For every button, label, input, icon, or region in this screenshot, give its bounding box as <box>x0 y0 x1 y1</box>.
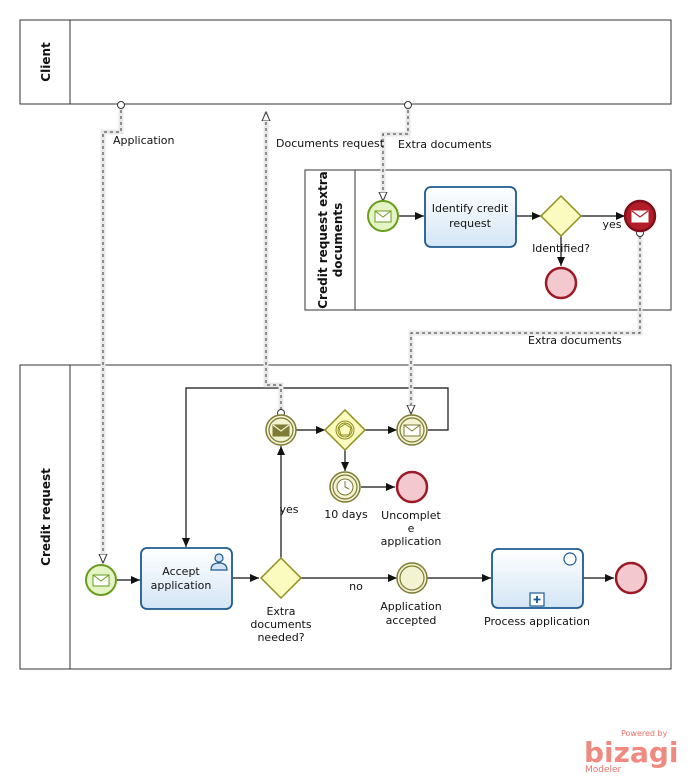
envelope-icon <box>92 574 110 587</box>
brand-logo: bizagi <box>584 736 678 769</box>
flow-label-yes-extra: yes <box>279 503 298 516</box>
pool-extra-label-line1: Credit request extra <box>316 171 330 309</box>
end-uncomplete-label-line2: e <box>408 522 415 535</box>
message-documents-request <box>266 112 282 410</box>
message-application <box>103 110 122 563</box>
brand-modeler: Modeler <box>585 765 622 775</box>
message-label-extra-documents-mid: Extra documents <box>528 334 622 347</box>
message-start-event-credit[interactable] <box>85 564 117 596</box>
message-extra-documents-top <box>383 110 409 201</box>
brand-powered-by: Powered by <box>621 729 668 738</box>
gateway-extra-label-line1: Extra <box>266 605 295 618</box>
pool-credit-label: Credit request <box>39 468 53 566</box>
task-identify-credit-request[interactable]: Identify credit request <box>424 186 517 248</box>
bizagi-watermark: Powered by bizagi Modeler <box>584 729 678 775</box>
message-label-extra-documents-top: Extra documents <box>398 138 492 151</box>
collapsed-subprocess-plus-icon <box>529 592 545 607</box>
accepted-label-line2: accepted <box>386 614 437 627</box>
task-accept-application[interactable]: Accept application <box>140 547 233 610</box>
pool-client[interactable]: Client <box>19 19 672 105</box>
subprocess-process-label: Process application <box>484 615 590 628</box>
gateway-extra-label-line3: needed? <box>257 631 304 644</box>
event-based-gateway[interactable] <box>323 408 367 452</box>
timer-event-10-days[interactable] <box>329 471 361 503</box>
message-start-event-extra[interactable] <box>367 200 399 232</box>
message-label-application: Application <box>113 134 174 147</box>
intermediate-event-application-accepted[interactable] <box>396 562 428 594</box>
gateway-identified-label: Identified? <box>532 242 590 255</box>
message-extra-documents-mid <box>411 236 641 414</box>
subprocess-process-application[interactable] <box>491 548 584 609</box>
clock-icon <box>336 478 354 496</box>
end-event-not-identified[interactable] <box>544 266 578 300</box>
pool-client-label: Client <box>39 42 53 82</box>
message-flows <box>103 101 644 564</box>
event-subprocess-icon <box>563 552 577 566</box>
gateway-identified[interactable] <box>539 194 583 238</box>
flow-label-yes-identified: yes <box>602 218 621 231</box>
accepted-label-line1: Application <box>380 600 441 613</box>
envelope-icon <box>374 210 392 223</box>
end-event-credit[interactable] <box>614 561 648 595</box>
envelope-icon <box>272 424 290 437</box>
message-catch-event-extra-documents[interactable] <box>396 414 428 446</box>
envelope-icon <box>631 210 649 223</box>
envelope-icon <box>403 424 421 437</box>
flow-loop-back-to-accept <box>182 387 449 547</box>
flow-label-no: no <box>349 580 363 593</box>
task-identify-label-line1: Identify credit <box>432 202 509 215</box>
end-uncomplete-label-line1: Uncomplet <box>381 509 441 522</box>
task-identify-label-line2: request <box>449 217 492 230</box>
gateway-extra-label-line2: documents <box>250 618 311 631</box>
user-icon <box>210 553 228 571</box>
sequence-flows <box>116 212 625 584</box>
pool-extra-label-line2: documents <box>331 203 345 278</box>
message-label-documents-request: Documents request <box>276 137 385 150</box>
message-catch-event-documents-request[interactable] <box>265 414 297 446</box>
message-end-event-extra[interactable] <box>623 199 657 233</box>
end-uncomplete-label-line3: application <box>381 535 442 548</box>
end-event-uncomplete-application[interactable] <box>395 470 429 504</box>
gateway-extra-documents-needed[interactable] <box>259 556 303 600</box>
timer-label: 10 days <box>324 508 368 521</box>
task-accept-label-line1: Accept <box>162 565 200 578</box>
task-accept-label-line2: application <box>151 579 212 592</box>
